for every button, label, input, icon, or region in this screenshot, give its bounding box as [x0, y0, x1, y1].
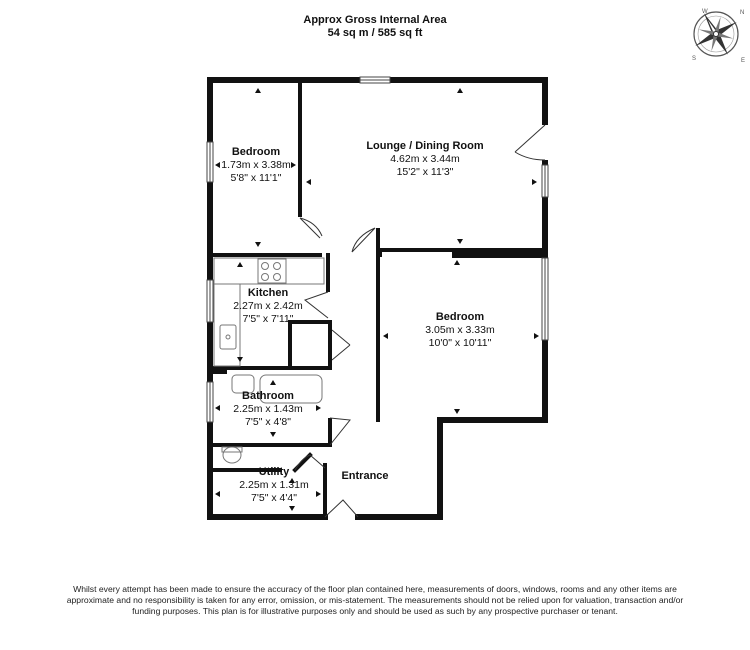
room-metric: 1.73m x 3.38m [221, 159, 291, 171]
room-name: Kitchen [247, 287, 289, 299]
room-imperial: 5'8" x 11'1" [230, 172, 282, 184]
kitchen-counter-top [213, 257, 325, 285]
room-name: Bathroom [242, 390, 294, 402]
compass-e: N [740, 10, 744, 16]
door-bathroom [329, 417, 351, 446]
room-name: Bedroom [435, 311, 485, 323]
compass-s: S [692, 56, 696, 62]
kitchen-hob [257, 258, 287, 284]
door-lounge [351, 227, 376, 253]
kitchen-counter-left [213, 283, 241, 367]
room-name: Utility [258, 466, 290, 478]
wall-utility-stub [292, 452, 313, 473]
room-metric: 2.27m x 2.42m [233, 300, 303, 312]
toilet [222, 446, 242, 464]
compass-rose-icon: W N S E [692, 9, 745, 64]
room-entrance: Entrance [330, 470, 400, 483]
bathtub [259, 374, 323, 404]
bathroom-basin [231, 374, 255, 394]
compass-n: W [702, 9, 708, 15]
room-bedroom-2: Bedroom 3.05m x 3.33m 10'0" x 10'11" [395, 311, 525, 350]
room-bathroom: Bathroom 2.25m x 1.43m 7'5" x 4'8" [218, 390, 318, 429]
door-entrance [324, 499, 359, 518]
room-metric: 2.25m x 1.31m [239, 479, 309, 491]
outer-wall-bottom-left [207, 77, 328, 520]
kitchen-sink [219, 324, 237, 350]
room-imperial: 7'5" x 7'11" [242, 313, 294, 325]
room-metric: 3.05m x 3.33m [425, 324, 495, 336]
room-name: Bedroom [231, 146, 281, 158]
room-metric: 2.25m x 1.43m [233, 403, 303, 415]
room-imperial: 7'5" x 4'8" [245, 416, 291, 428]
outer-wall-right [355, 252, 548, 520]
room-imperial: 10'0" x 10'11" [428, 337, 492, 349]
door-lounge-balcony [514, 124, 546, 161]
room-imperial: 7'5" x 4'4" [251, 492, 297, 504]
room-lounge-dining: Lounge / Dining Room 4.62m x 3.44m 15'2"… [330, 140, 520, 179]
area-value: 54 sq m / 585 sq ft [327, 27, 423, 39]
compass-w: E [741, 58, 745, 64]
room-utility: Utility 2.25m x 1.31m 7'5" x 4'4" [224, 466, 324, 505]
area-header: Approx Gross Internal Area 54 sq m / 585… [0, 14, 750, 40]
area-title: Approx Gross Internal Area [303, 14, 447, 26]
door-cupboard [331, 329, 351, 361]
outer-wall-top [207, 77, 548, 125]
room-bedroom-1: Bedroom 1.73m x 3.38m 5'8" x 11'1" [212, 146, 300, 185]
door-utility [294, 454, 326, 471]
door-kitchen [303, 291, 329, 319]
room-name: Lounge / Dining Room [366, 140, 484, 152]
room-imperial: 15'2" x 11'3" [396, 166, 454, 178]
wall-kitchen-bottom [210, 320, 332, 370]
room-metric: 4.62m x 3.44m [390, 153, 460, 165]
room-kitchen: Kitchen 2.27m x 2.42m 7'5" x 7'11" [218, 287, 318, 326]
door-bedroom1 [299, 217, 323, 239]
room-name: Entrance [341, 470, 389, 482]
dimension-markers [215, 88, 539, 511]
disclaimer-text: Whilst every attempt has been made to en… [66, 584, 684, 616]
